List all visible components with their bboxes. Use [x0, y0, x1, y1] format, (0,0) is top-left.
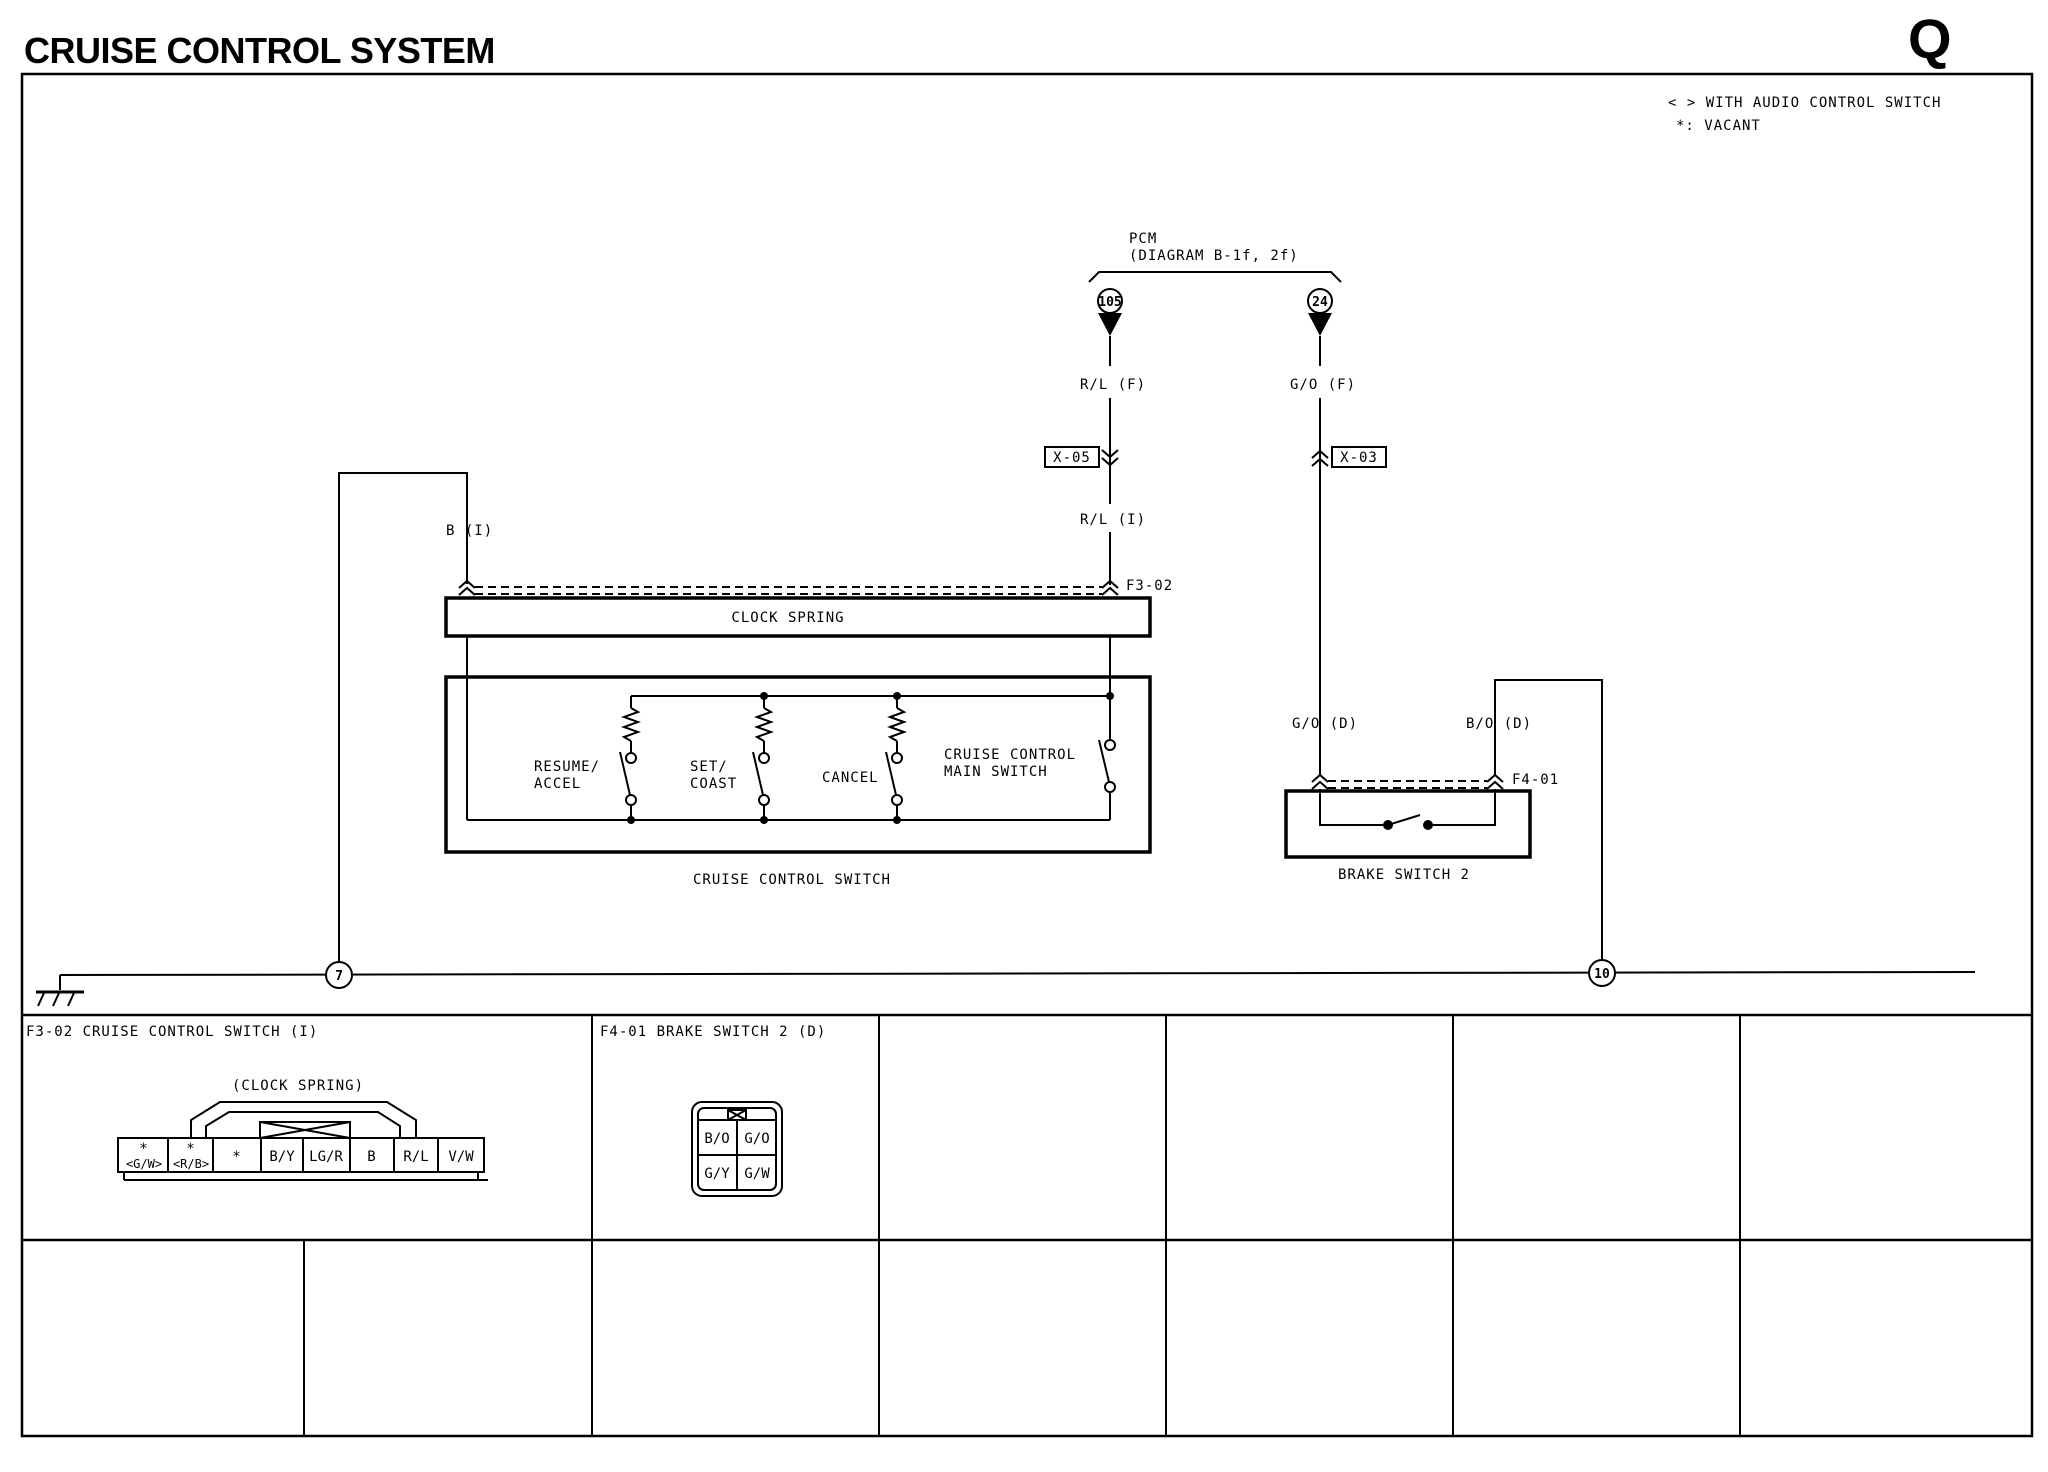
brake-switch-label: BRAKE SWITCH 2: [1338, 867, 1470, 883]
f401-connector-face: [691, 1101, 783, 1197]
f302-pin-2-vacant: *: [186, 1141, 195, 1157]
wire-label-go-f: G/O (F): [1290, 377, 1356, 393]
clock-spring-label: CLOCK SPRING: [731, 610, 844, 626]
section-letter: Q: [1908, 7, 1952, 70]
svg-text:24: 24: [1312, 295, 1328, 310]
connector-f401-label: F4-01: [1512, 772, 1559, 788]
pcm-diagram-ref: (DIAGRAM B-1f, 2f): [1129, 248, 1299, 264]
set-label-1: SET/: [690, 759, 728, 775]
f302-pin-4: B/Y: [269, 1149, 295, 1165]
cruise-switch-box: [444, 675, 1152, 854]
wire-label-rl-f: R/L (F): [1080, 377, 1146, 393]
connector-x05-label: X-05: [1053, 450, 1091, 466]
wire-label-rl-i: R/L (I): [1080, 512, 1146, 528]
f302-pin-2-wire: <R/B>: [173, 1157, 209, 1171]
connector-f302-right-symbol: [1101, 579, 1119, 596]
f401-pin-1: B/O: [704, 1131, 729, 1147]
pcm-label: PCM: [1129, 231, 1157, 247]
f302-pin-8: V/W: [448, 1149, 474, 1165]
f302-pin-1-vacant: *: [139, 1141, 148, 1157]
wire-label-bo-d: B/O (D): [1466, 716, 1532, 732]
f401-view-title: F4-01 BRAKE SWITCH 2 (D): [600, 1024, 826, 1040]
connector-x03-box: [1331, 446, 1387, 468]
pcm-bracket: [1088, 271, 1342, 283]
f401-pin-4: G/W: [744, 1166, 770, 1182]
svg-text:10: 10: [1594, 967, 1610, 982]
f302-view-sub: (CLOCK SPRING): [232, 1078, 364, 1094]
f302-pin-6: B: [367, 1149, 376, 1165]
f401-pin-2: G/O: [744, 1131, 769, 1147]
connector-x03-label: X-03: [1340, 450, 1378, 466]
f302-pin-3: *: [232, 1149, 241, 1165]
connector-x05-box: [1044, 446, 1100, 468]
legend-audio-switch: < > WITH AUDIO CONTROL SWITCH: [1668, 95, 1941, 111]
brake-switch-box: [1284, 789, 1532, 859]
cancel-switch: [885, 696, 907, 820]
f302-pin-5: LG/R: [309, 1149, 343, 1165]
set-label-2: COAST: [690, 776, 737, 792]
clock-spring-box: [444, 596, 1152, 638]
cancel-label: CANCEL: [822, 770, 879, 786]
f302-pin-1-wire: <G/W>: [126, 1157, 162, 1171]
connector-view-grid: [22, 1013, 2032, 1436]
main-switch: [1098, 696, 1116, 820]
page-title: CRUISE CONTROL SYSTEM: [24, 30, 495, 71]
f401-pin-3: G/Y: [704, 1166, 730, 1182]
diagram-frame: [20, 72, 2034, 1438]
ground-point-7: 7: [325, 961, 353, 989]
connector-x05-symbol: [1101, 449, 1119, 467]
svg-text:105: 105: [1098, 295, 1121, 310]
connector-f302-left-symbol: [458, 579, 476, 596]
svg-text:7: 7: [335, 969, 343, 984]
main-switch-label-2: MAIN SWITCH: [944, 764, 1048, 780]
resume-label-1: RESUME/: [534, 759, 600, 775]
wire-b-i: [338, 472, 468, 962]
wire-bo-d: [1494, 679, 1603, 962]
cruise-switch-label: CRUISE CONTROL SWITCH: [693, 872, 891, 888]
ground-bus: [59, 971, 1976, 976]
ground-point-10: 10: [1588, 959, 1616, 987]
pcm-terminal-24: 24: [1307, 288, 1333, 336]
main-switch-label-1: CRUISE CONTROL: [944, 747, 1076, 763]
connector-x03-symbol: [1311, 449, 1329, 467]
connector-f401-left-symbol: [1311, 773, 1329, 790]
f302-view-title: F3-02 CRUISE CONTROL SWITCH (I): [26, 1024, 318, 1040]
connector-f302-label: F3-02: [1126, 578, 1173, 594]
brake-switch-contact: [1319, 789, 1496, 830]
legend-vacant: *: VACANT: [1676, 118, 1761, 134]
resume-label-2: ACCEL: [534, 776, 581, 792]
set-coast-switch: [752, 696, 774, 820]
pcm-terminal-105: 105: [1097, 288, 1123, 336]
connector-f401-right-symbol: [1486, 773, 1504, 790]
ground-icon: [36, 990, 84, 1007]
wire-label-go-d: G/O (D): [1292, 716, 1358, 732]
wire-label-b-i: B (I): [446, 523, 493, 539]
f302-connector-face: [117, 1101, 488, 1181]
resume-accel-switch: [619, 696, 641, 820]
f302-pin-7: R/L: [403, 1149, 428, 1165]
